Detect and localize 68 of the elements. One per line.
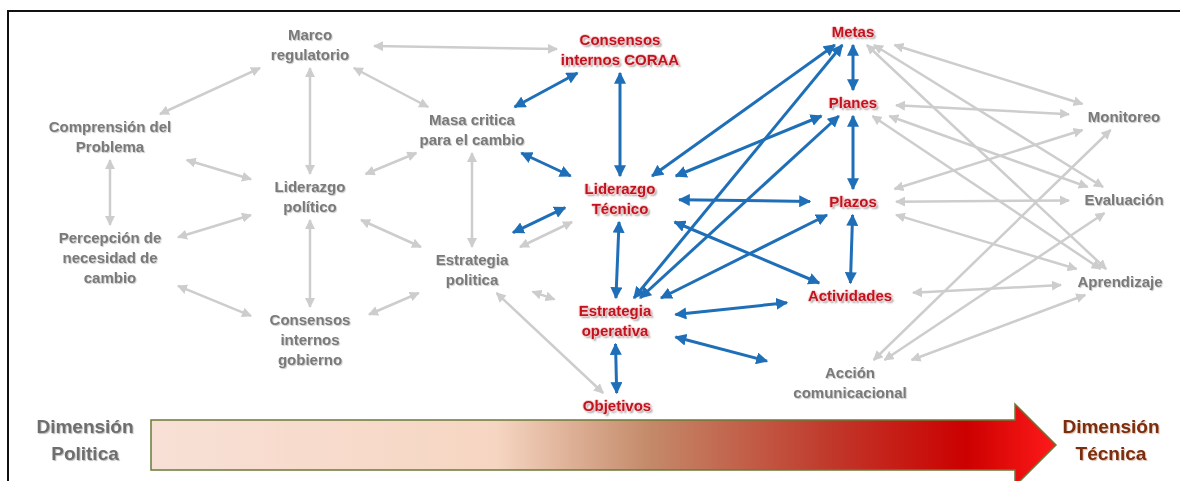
connector-arrow [105, 159, 115, 226]
dimension-label: Dimensión Técnica [1061, 415, 1161, 466]
concept-label: Liderazgo Técnico [583, 179, 657, 219]
dimension-label: Dimensión Politica [35, 415, 135, 466]
connector-arrow [185, 157, 252, 182]
connector-arrow [177, 284, 252, 317]
connector-arrow [895, 195, 1070, 207]
connector-arrow [893, 127, 1084, 192]
concept-label: Acción comunicacional [792, 363, 908, 403]
connector-arrow [871, 114, 1102, 271]
connector-arrow [373, 41, 558, 54]
connector-arrow [609, 342, 623, 395]
connector-arrow [360, 218, 422, 249]
connector-arrow [511, 206, 567, 234]
concept-label: Liderazgo político [273, 177, 347, 217]
concept-label: Estrategia operativa [577, 301, 653, 341]
connector-arrow [912, 280, 1062, 298]
concept-label: Estrategia politica [434, 250, 510, 290]
connector-arrow [847, 43, 859, 92]
connector-arrow [883, 211, 1106, 362]
connector-arrow [651, 43, 836, 178]
connector-arrow [673, 220, 821, 285]
connector-arrow [847, 114, 859, 191]
concept-label: Percepción de necesidad de cambio [57, 228, 163, 288]
concept-label: Masa critica para el cambio [418, 110, 526, 150]
connector-arrow [872, 129, 1112, 361]
connector-arrow [659, 213, 829, 300]
concept-label: Plazos [829, 192, 877, 212]
concept-label: Planes [828, 93, 878, 113]
connector-arrow [866, 44, 1107, 270]
connector-arrow [495, 292, 604, 394]
connector-arrow [610, 220, 625, 300]
connector-arrow [467, 152, 477, 248]
concept-label: Consensos internos CORAA [560, 30, 680, 70]
connector-arrow [305, 67, 315, 175]
connector-arrow [873, 43, 1104, 189]
connector-arrow [177, 212, 252, 240]
connector-arrow [844, 213, 859, 285]
connector-arrow [888, 114, 1089, 189]
concept-label: Marco regulatorio [269, 25, 351, 65]
concept-label: Actividades [807, 286, 893, 306]
connector-arrow [531, 289, 556, 302]
connector-arrow [352, 66, 430, 109]
connector-arrow [159, 66, 261, 116]
connector-arrow [674, 333, 769, 365]
concept-label: Comprensión del Problema [47, 117, 173, 157]
connector-arrow [893, 42, 1084, 107]
connector-arrow [910, 293, 1087, 362]
connector-arrow [519, 220, 573, 249]
connector-arrow [895, 100, 1070, 119]
connector-arrow [614, 71, 626, 178]
concept-label: Metas [831, 22, 875, 42]
concept-label: Monitoreo [1087, 107, 1161, 127]
concept-label: Objetivos [582, 396, 652, 416]
connector-arrow [674, 114, 823, 178]
concept-label: Aprendizaje [1077, 272, 1163, 292]
connector-arrow [305, 219, 315, 308]
connector-arrow [895, 212, 1078, 272]
connector-arrow [513, 71, 579, 109]
connector-arrow [632, 44, 844, 299]
connector-arrow [677, 193, 812, 208]
connector-arrow [674, 297, 789, 320]
connector-arrow [639, 114, 840, 300]
concept-label: Consensos internos gobierno [268, 310, 352, 370]
connector-arrow [368, 291, 420, 316]
connector-arrow [364, 151, 418, 176]
connector-arrow [520, 151, 572, 178]
concept-label: Evaluación [1084, 190, 1164, 210]
